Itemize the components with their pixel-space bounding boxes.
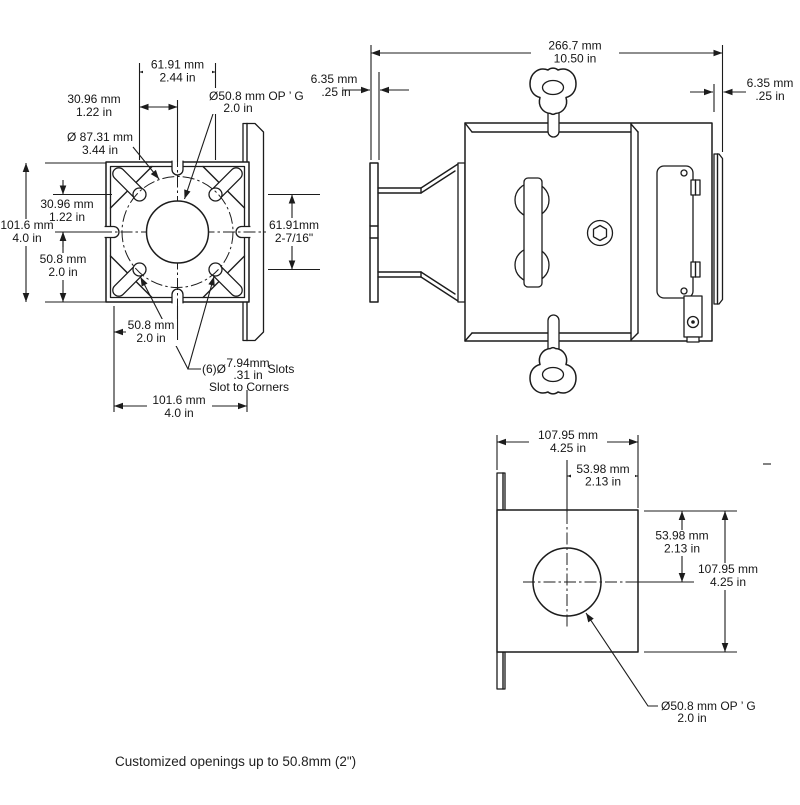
dim-bhalfwidth-in: 2.13 in — [585, 475, 621, 489]
side-right-flange — [713, 153, 724, 305]
clamp-bar — [514, 177, 550, 288]
dim-bottom-half-in: 2.0 in — [136, 331, 165, 345]
dim-bottom-half-mm: 50.8 mm — [128, 318, 175, 332]
dim-top-span-mm: 61.91 mm — [151, 58, 204, 72]
dim-flange-left-mm: 6.35 mm — [311, 72, 358, 86]
dim-overall-mm: 266.7 mm — [548, 39, 601, 53]
side-dimensions — [342, 45, 746, 160]
dim-bopening-label: Ø50.8 mm OP ’ G — [661, 699, 756, 713]
corner-slot — [112, 167, 243, 297]
dim-flange-right-mm: 6.35 mm — [747, 76, 794, 90]
slots-mm: 7.94mm — [226, 356, 269, 370]
dim-overall-in: 10.50 in — [554, 52, 597, 66]
front-view: 61.91 mm 2.44 in 30.96 mm 1.22 in Ø 87.3… — [0, 58, 323, 421]
edge-notches — [104, 160, 251, 304]
side-left-flange — [369, 162, 379, 303]
slots-qty: (6)Ø — [202, 362, 226, 376]
jaw-panel — [656, 165, 701, 299]
latch — [683, 295, 703, 343]
funnel-cone — [377, 163, 459, 302]
dim-center-slot-in: 1.22 in — [49, 210, 85, 224]
dim-bwidth-in: 4.25 in — [550, 441, 586, 455]
bolt-circle — [121, 176, 234, 288]
dim-opening-label: Ø50.8 mm OP ’ G — [209, 89, 304, 103]
dim-opening-in: 2.0 in — [223, 101, 252, 115]
slots-note: Slot to Corners — [209, 380, 289, 394]
dim-right-span-mm: 61.91mm — [269, 218, 319, 232]
dim-center-bottom-mm: 50.8 mm — [40, 252, 87, 266]
hex-socket-bolt — [586, 219, 614, 247]
dim-flange-right-in: .25 in — [755, 89, 784, 103]
dim-bhalfheight-in: 2.13 in — [664, 542, 700, 556]
dim-top-half-in: 1.22 in — [76, 105, 112, 119]
side-view: 266.7 mm 10.50 in 6.35 mm .25 in 6.35 mm… — [311, 39, 794, 395]
cone-face — [457, 162, 466, 303]
dim-flange-left-in: .25 in — [321, 85, 350, 99]
dim-bwidth-mm: 107.95 mm — [538, 428, 598, 442]
dim-center-slot-mm: 30.96 mm — [40, 197, 93, 211]
dim-width-in: 4.0 in — [164, 406, 193, 420]
slots-word: Slots — [268, 362, 295, 376]
dim-bolt-circle-in: 3.44 in — [82, 143, 118, 157]
dim-bolt-circle-mm: Ø 87.31 mm — [67, 130, 133, 144]
dim-top-span-in: 2.44 in — [159, 71, 195, 85]
dim-right-span-in: 2-7/16" — [275, 231, 313, 245]
note-text: Customized openings up to 50.8mm (2") — [115, 754, 356, 769]
dim-height-in: 4.0 in — [12, 231, 41, 245]
wing-knob-top — [529, 67, 577, 138]
dim-top-half-mm: 30.96 mm — [67, 92, 120, 106]
dim-bhalfheight-mm: 53.98 mm — [655, 529, 708, 543]
dim-width-mm: 101.6 mm — [152, 393, 205, 407]
wing-knob-bottom — [529, 314, 577, 395]
dim-bhalfwidth-mm: 53.98 mm — [576, 462, 629, 476]
dim-bopening-in: 2.0 in — [677, 711, 706, 725]
slots-in: .31 in — [233, 368, 262, 382]
dim-bheight-in: 4.25 in — [710, 575, 746, 589]
dim-height-mm: 101.6 mm — [0, 218, 53, 232]
bottom-view: 107.95 mm 4.25 in 53.98 mm 2.13 in 53.98… — [496, 428, 762, 725]
dim-bheight-mm: 107.95 mm — [698, 562, 758, 576]
dim-center-bottom-in: 2.0 in — [48, 265, 77, 279]
opening-circle — [145, 200, 210, 264]
